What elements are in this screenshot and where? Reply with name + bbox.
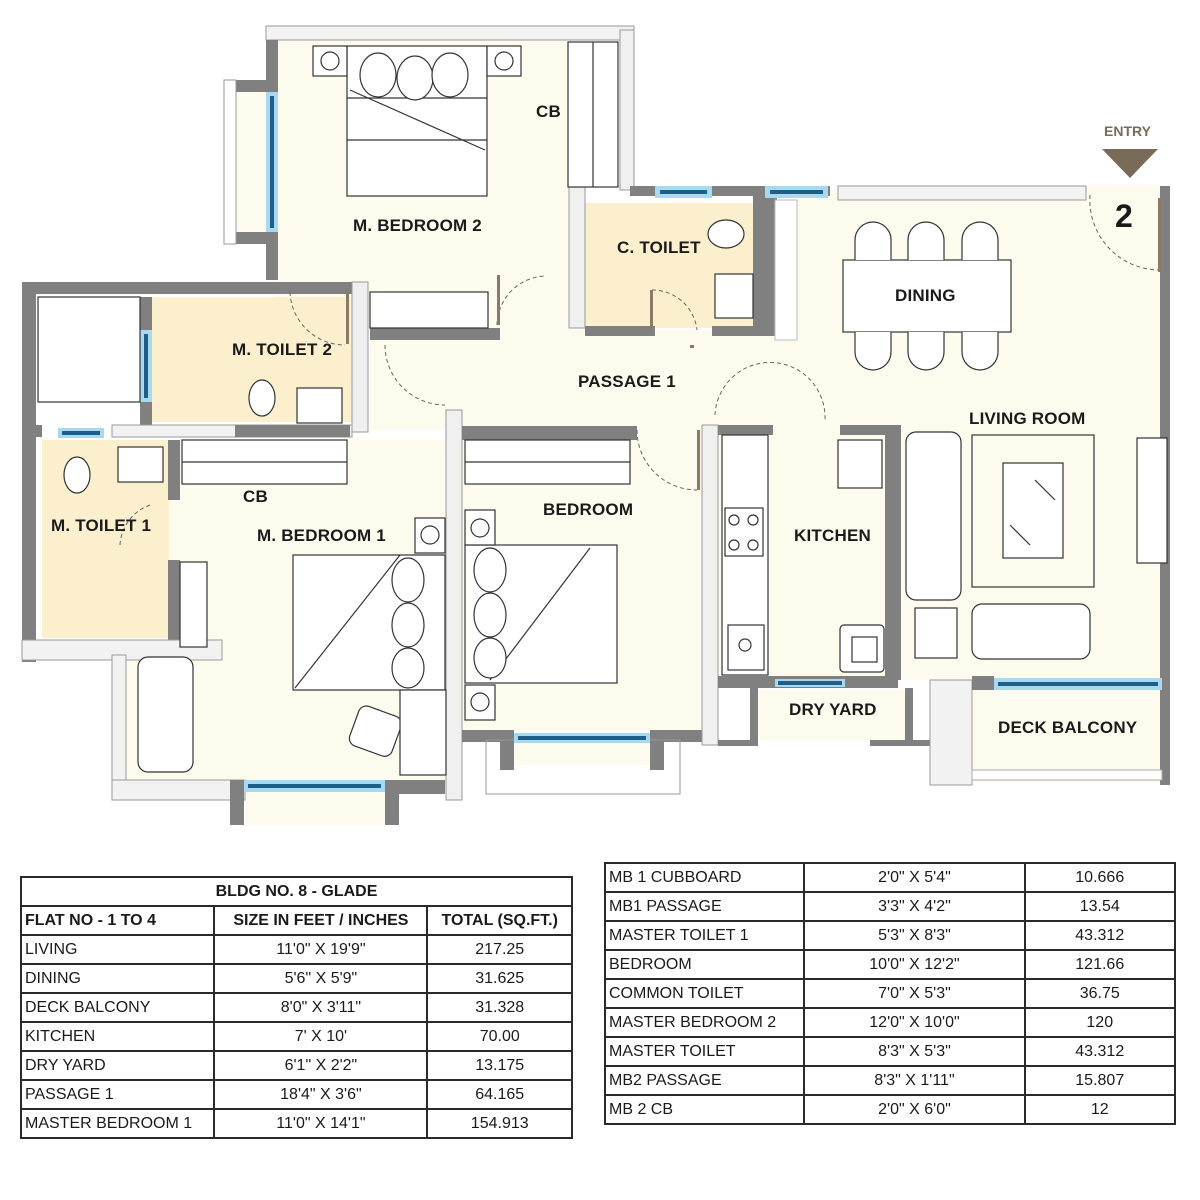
table-row: DECK BALCONY 8'0" X 3'11" 31.328 — [19, 992, 573, 1023]
room-size: 7' X 10' — [213, 1021, 429, 1052]
header-flat-no: FLAT NO - 1 TO 4 — [19, 905, 216, 936]
room-size: 7'0" X 5'3" — [803, 978, 1026, 1009]
table-row: COMMON TOILET 7'0" X 5'3" 36.75 — [603, 978, 1176, 1009]
room-name: MB 2 CB — [603, 1094, 806, 1125]
room-size: 5'3" X 8'3" — [803, 920, 1026, 951]
floor-plan — [21, 25, 1170, 825]
room-label-living-room: LIVING ROOM — [969, 409, 1086, 428]
room-size: 8'3" X 5'3" — [803, 1036, 1026, 1067]
building-title: BLDG NO. 8 - GLADE — [20, 876, 573, 907]
room-area: 154.913 — [426, 1108, 573, 1139]
room-name: DECK BALCONY — [19, 992, 216, 1023]
room-name: DINING — [19, 963, 216, 994]
room-size: 11'0" X 14'1" — [213, 1108, 429, 1139]
room-area: 13.54 — [1023, 891, 1176, 922]
room-area: 120 — [1023, 1007, 1176, 1038]
room-name: MB2 PASSAGE — [603, 1065, 806, 1096]
room-name: MB 1 CUBBOARD — [603, 862, 806, 893]
area-schedule-table-right: MB 1 CUBBOARD 2'0" X 5'4" 10.666 MB1 PAS… — [603, 862, 1176, 1125]
table-row: DRY YARD 6'1" X 2'2" 13.175 — [19, 1050, 573, 1081]
room-area: 31.625 — [426, 963, 573, 994]
room-label-dry-yard: DRY YARD — [789, 700, 877, 719]
table-row: PASSAGE 1 18'4" X 3'6" 64.165 — [19, 1079, 573, 1110]
area-schedule-table-left: BLDG NO. 8 - GLADE FLAT NO - 1 TO 4 SIZE… — [19, 876, 573, 1139]
room-size: 2'0" X 6'0" — [803, 1094, 1026, 1125]
room-area: 15.807 — [1023, 1065, 1176, 1096]
room-size: 11'0" X 19'9" — [213, 934, 429, 965]
room-label-passage-1: PASSAGE 1 — [578, 372, 676, 391]
table-row: LIVING 11'0" X 19'9" 217.25 — [19, 934, 573, 965]
table-row: MASTER BEDROOM 2 12'0" X 10'0" 120 — [603, 1007, 1176, 1038]
room-size: 8'0" X 3'11" — [213, 992, 429, 1023]
room-label-cb-mb2: CB — [536, 102, 561, 121]
room-name: LIVING — [19, 934, 216, 965]
room-label-kitchen: KITCHEN — [794, 526, 871, 545]
room-label-m-bedroom-1: M. BEDROOM 1 — [257, 526, 386, 545]
table-row: MASTER BEDROOM 1 11'0" X 14'1" 154.913 — [19, 1108, 573, 1139]
room-name: KITCHEN — [19, 1021, 216, 1052]
table-row: BEDROOM 10'0" X 12'2" 121.66 — [603, 949, 1176, 980]
header-total: TOTAL (SQ.FT.) — [426, 905, 573, 936]
door-leaves — [346, 198, 1161, 490]
table-title-row: BLDG NO. 8 - GLADE — [20, 876, 573, 907]
room-name: MASTER BEDROOM 1 — [19, 1108, 216, 1139]
room-area: 10.666 — [1023, 862, 1176, 893]
room-area: 64.165 — [426, 1079, 573, 1110]
room-area: 217.25 — [426, 934, 573, 965]
room-size: 18'4" X 3'6" — [213, 1079, 429, 1110]
room-size: 5'6" X 5'9" — [213, 963, 429, 994]
room-name: MASTER TOILET — [603, 1036, 806, 1067]
table-row: KITCHEN 7' X 10' 70.00 — [19, 1021, 573, 1052]
room-label-dining: DINING — [895, 286, 956, 305]
room-area: 43.312 — [1023, 1036, 1176, 1067]
room-size: 10'0" X 12'2" — [803, 949, 1026, 980]
entry-arrow-icon — [1102, 149, 1158, 178]
room-label-m-toilet-2: M. TOILET 2 — [232, 340, 333, 359]
room-area: 13.175 — [426, 1050, 573, 1081]
room-size: 8'3" X 1'11" — [803, 1065, 1026, 1096]
room-label-deck-balcony: DECK BALCONY — [998, 718, 1138, 737]
room-size: 2'0" X 5'4" — [803, 862, 1026, 893]
room-label-cb-mb1: CB — [243, 487, 268, 506]
table-row: DINING 5'6" X 5'9" 31.625 — [19, 963, 573, 994]
room-area: 36.75 — [1023, 978, 1176, 1009]
room-area: 12 — [1023, 1094, 1176, 1125]
flat-number: 2 — [1115, 198, 1133, 234]
room-label-m-toilet-1: M. TOILET 1 — [51, 516, 152, 535]
room-size: 6'1" X 2'2" — [213, 1050, 429, 1081]
room-name: COMMON TOILET — [603, 978, 806, 1009]
room-name: DRY YARD — [19, 1050, 216, 1081]
table-row: MB 1 CUBBOARD 2'0" X 5'4" 10.666 — [603, 862, 1176, 893]
room-area: 31.328 — [426, 992, 573, 1023]
room-name: BEDROOM — [603, 949, 806, 980]
table-row: MB1 PASSAGE 3'3" X 4'2" 13.54 — [603, 891, 1176, 922]
room-name: MASTER BEDROOM 2 — [603, 1007, 806, 1038]
table-row: MASTER TOILET 8'3" X 5'3" 43.312 — [603, 1036, 1176, 1067]
room-name: MASTER TOILET 1 — [603, 920, 806, 951]
room-label-c-toilet: C. TOILET — [617, 238, 701, 257]
table-row: MB 2 CB 2'0" X 6'0" 12 — [603, 1094, 1176, 1125]
table-row: MASTER TOILET 1 5'3" X 8'3" 43.312 — [603, 920, 1176, 951]
table-row: MB2 PASSAGE 8'3" X 1'11" 15.807 — [603, 1065, 1176, 1096]
room-name: MB1 PASSAGE — [603, 891, 806, 922]
header-size: SIZE IN FEET / INCHES — [213, 905, 429, 936]
room-label-m-bedroom-2: M. BEDROOM 2 — [353, 216, 482, 235]
entry-label: ENTRY — [1104, 123, 1151, 139]
windows — [58, 92, 1162, 792]
room-size: 12'0" X 10'0" — [803, 1007, 1026, 1038]
room-size: 3'3" X 4'2" — [803, 891, 1026, 922]
walls — [21, 25, 1170, 825]
table-header-row: FLAT NO - 1 TO 4 SIZE IN FEET / INCHES T… — [19, 905, 573, 936]
furniture — [37, 41, 1168, 776]
room-area: 70.00 — [426, 1021, 573, 1052]
room-name: PASSAGE 1 — [19, 1079, 216, 1110]
room-label-bedroom: BEDROOM — [543, 500, 634, 519]
room-area: 43.312 — [1023, 920, 1176, 951]
room-area: 121.66 — [1023, 949, 1176, 980]
